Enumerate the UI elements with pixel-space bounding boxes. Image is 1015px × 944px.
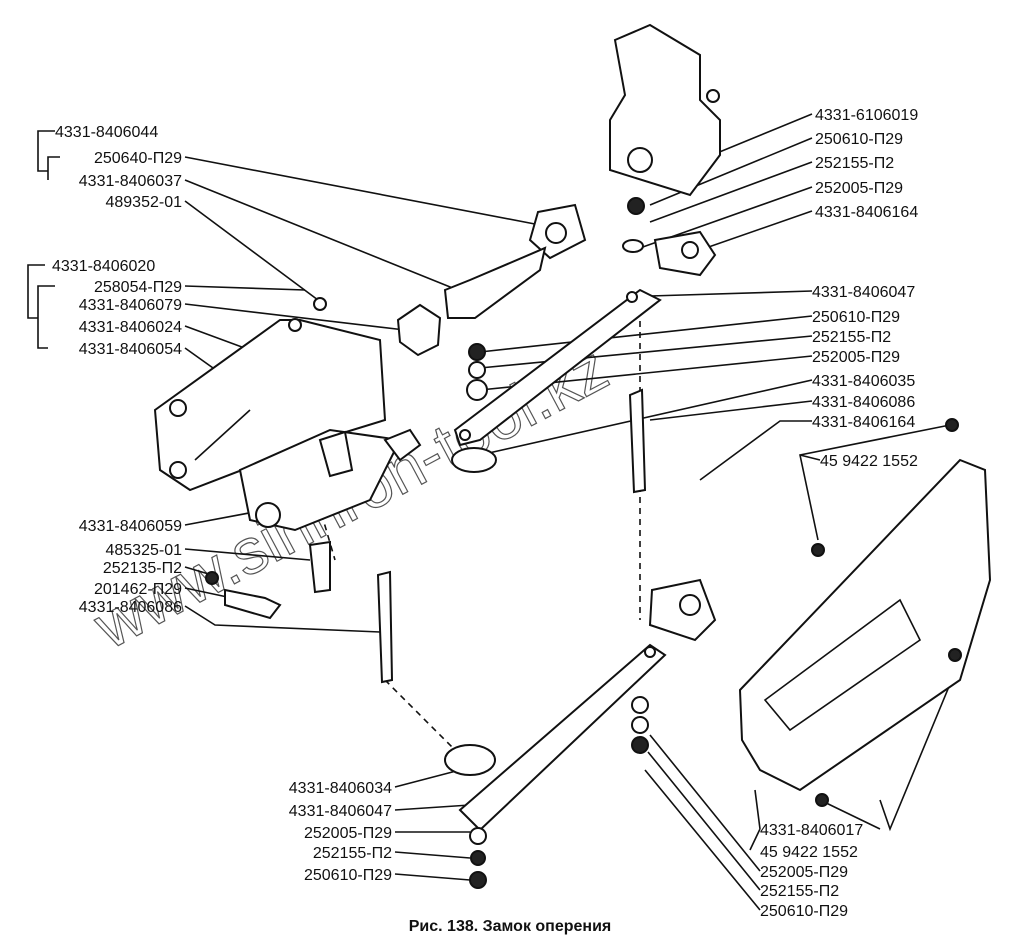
part-label: 4331-8406034 [289, 780, 392, 797]
part-label: 4331-8406044 [55, 124, 158, 141]
part-label: 252155-П2 [313, 845, 392, 862]
part-label: 250610-П29 [812, 309, 900, 326]
part-label: 250610-П29 [760, 903, 848, 920]
part-label: 4331-8406024 [79, 319, 182, 336]
part-label: 252155-П2 [760, 883, 839, 900]
part-label: 252135-П2 [103, 560, 182, 577]
labels-bottom-center: 4331-8406034 4331-8406047 252005-П29 252… [289, 780, 392, 884]
part-label: 4331-8406047 [289, 803, 392, 820]
part-label: 45 9422 1552 [820, 453, 918, 470]
part-label: 252155-П2 [812, 329, 891, 346]
part-label: 4331-8406047 [812, 284, 915, 301]
part-label: 485325-01 [105, 542, 182, 559]
labels-left-top: 4331-8406044 250640-П29 4331-8406037 489… [55, 124, 182, 211]
figure-caption: Рис. 138. Замок оперения [409, 918, 612, 935]
part-label: 4331-8406164 [815, 204, 918, 221]
part-label: 258054-П29 [94, 279, 182, 296]
part-label: 250610-П29 [304, 867, 392, 884]
labels-right-mid: 4331-8406047 250610-П29 252155-П2 252005… [812, 284, 918, 470]
part-label: 489352-01 [105, 194, 182, 211]
labels-left-low: 4331-8406059 485325-01 252135-П2 201462-… [79, 518, 182, 616]
part-label: 252155-П2 [815, 155, 894, 172]
part-label: 4331-8406164 [812, 414, 915, 431]
part-label: 201462-П29 [94, 581, 182, 598]
part-label: 4331-8406079 [79, 297, 182, 314]
part-label: 4331-6106019 [815, 107, 918, 124]
labels-right-bottom: 4331-8406017 45 9422 1552 252005-П29 252… [760, 822, 863, 920]
part-label: 252005-П29 [815, 180, 903, 197]
parts-drawing [153, 23, 992, 889]
part-label: 4331-8406086 [79, 599, 182, 616]
labels-left-mid: 4331-8406020 258054-П29 4331-8406079 433… [52, 258, 182, 358]
part-label: 250640-П29 [94, 150, 182, 167]
part-label: 45 9422 1552 [760, 844, 858, 861]
part-label: 252005-П29 [812, 349, 900, 366]
part-label: 4331-8406086 [812, 394, 915, 411]
part-label: 4331-8406054 [79, 341, 182, 358]
part-label: 4331-8406020 [52, 258, 155, 275]
part-label: 252005-П29 [760, 864, 848, 881]
labels-right-top: 4331-6106019 250610-П29 252155-П2 252005… [815, 107, 918, 221]
part-label: 4331-8406017 [760, 822, 863, 839]
part-label: 250610-П29 [815, 131, 903, 148]
leader-lines [27, 113, 961, 911]
part-label: 4331-8406059 [79, 518, 182, 535]
part-label: 4331-8406035 [812, 373, 915, 390]
part-label: 4331-8406037 [79, 173, 182, 190]
part-label: 252005-П29 [304, 825, 392, 842]
